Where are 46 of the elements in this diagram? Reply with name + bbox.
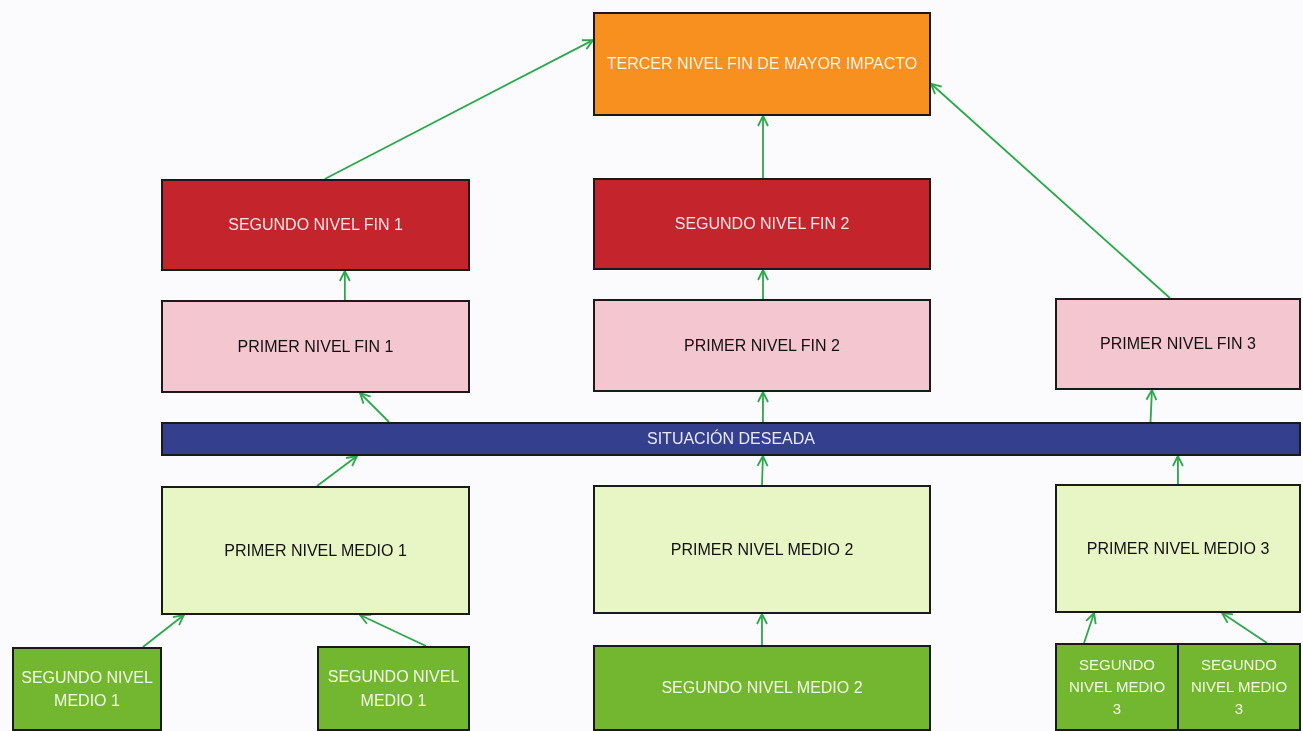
box-label: SEGUNDO NIVEL FIN 2 [674, 214, 850, 235]
box-label: SEGUNDO NIVEL MEDIO 1 [326, 667, 461, 711]
box-label: SITUACIÓN DESEADA [647, 428, 815, 450]
process-box [161, 486, 470, 615]
arrow [359, 613, 427, 647]
box-label: SEGUNDO NIVEL MEDIO 3 [1067, 655, 1167, 719]
process-box [593, 178, 931, 270]
process-box [12, 647, 162, 731]
arrow [316, 455, 358, 487]
process-box [317, 646, 470, 731]
arrow [757, 269, 769, 300]
box-label: SEGUNDO NIVEL MEDIO 3 [1189, 655, 1289, 719]
box-label: PRIMER NIVEL FIN 3 [1100, 334, 1256, 355]
box-label: PRIMER NIVEL FIN 1 [237, 336, 394, 357]
arrow [1145, 389, 1158, 423]
arrow [757, 115, 769, 179]
arrow [756, 613, 768, 646]
box-label: SEGUNDO NIVEL MEDIO 1 [20, 667, 154, 711]
box-label: PRIMER NIVEL MEDIO 2 [670, 539, 854, 560]
process-box [1177, 643, 1301, 731]
arrow [338, 270, 351, 301]
process-box [1055, 643, 1179, 731]
box-label: SEGUNDO NIVEL FIN 1 [228, 215, 403, 236]
process-box [593, 12, 931, 116]
box-label: PRIMER NIVEL FIN 2 [684, 335, 840, 356]
arrow [142, 614, 185, 648]
process-box [1055, 298, 1301, 390]
arrow [756, 455, 769, 486]
arrow [930, 82, 1171, 299]
box-label: SEGUNDO NIVEL MEDIO 2 [661, 678, 863, 699]
arrow [359, 392, 390, 423]
box-label: TERCER NIVEL FIN DE MAYOR IMPACTO [606, 54, 918, 75]
process-box [1055, 484, 1301, 613]
process-box [593, 299, 931, 392]
process-box [161, 300, 470, 393]
process-box [593, 485, 931, 614]
process-box [593, 645, 931, 731]
band-box [161, 422, 1301, 456]
process-box [161, 179, 470, 271]
box-label: PRIMER NIVEL MEDIO 3 [1086, 538, 1270, 559]
arrow [757, 391, 769, 423]
arrow [1172, 455, 1184, 485]
box-label: PRIMER NIVEL MEDIO 1 [224, 540, 407, 561]
arrow [1221, 612, 1268, 644]
arrow [1083, 612, 1097, 644]
arrow [323, 39, 594, 180]
